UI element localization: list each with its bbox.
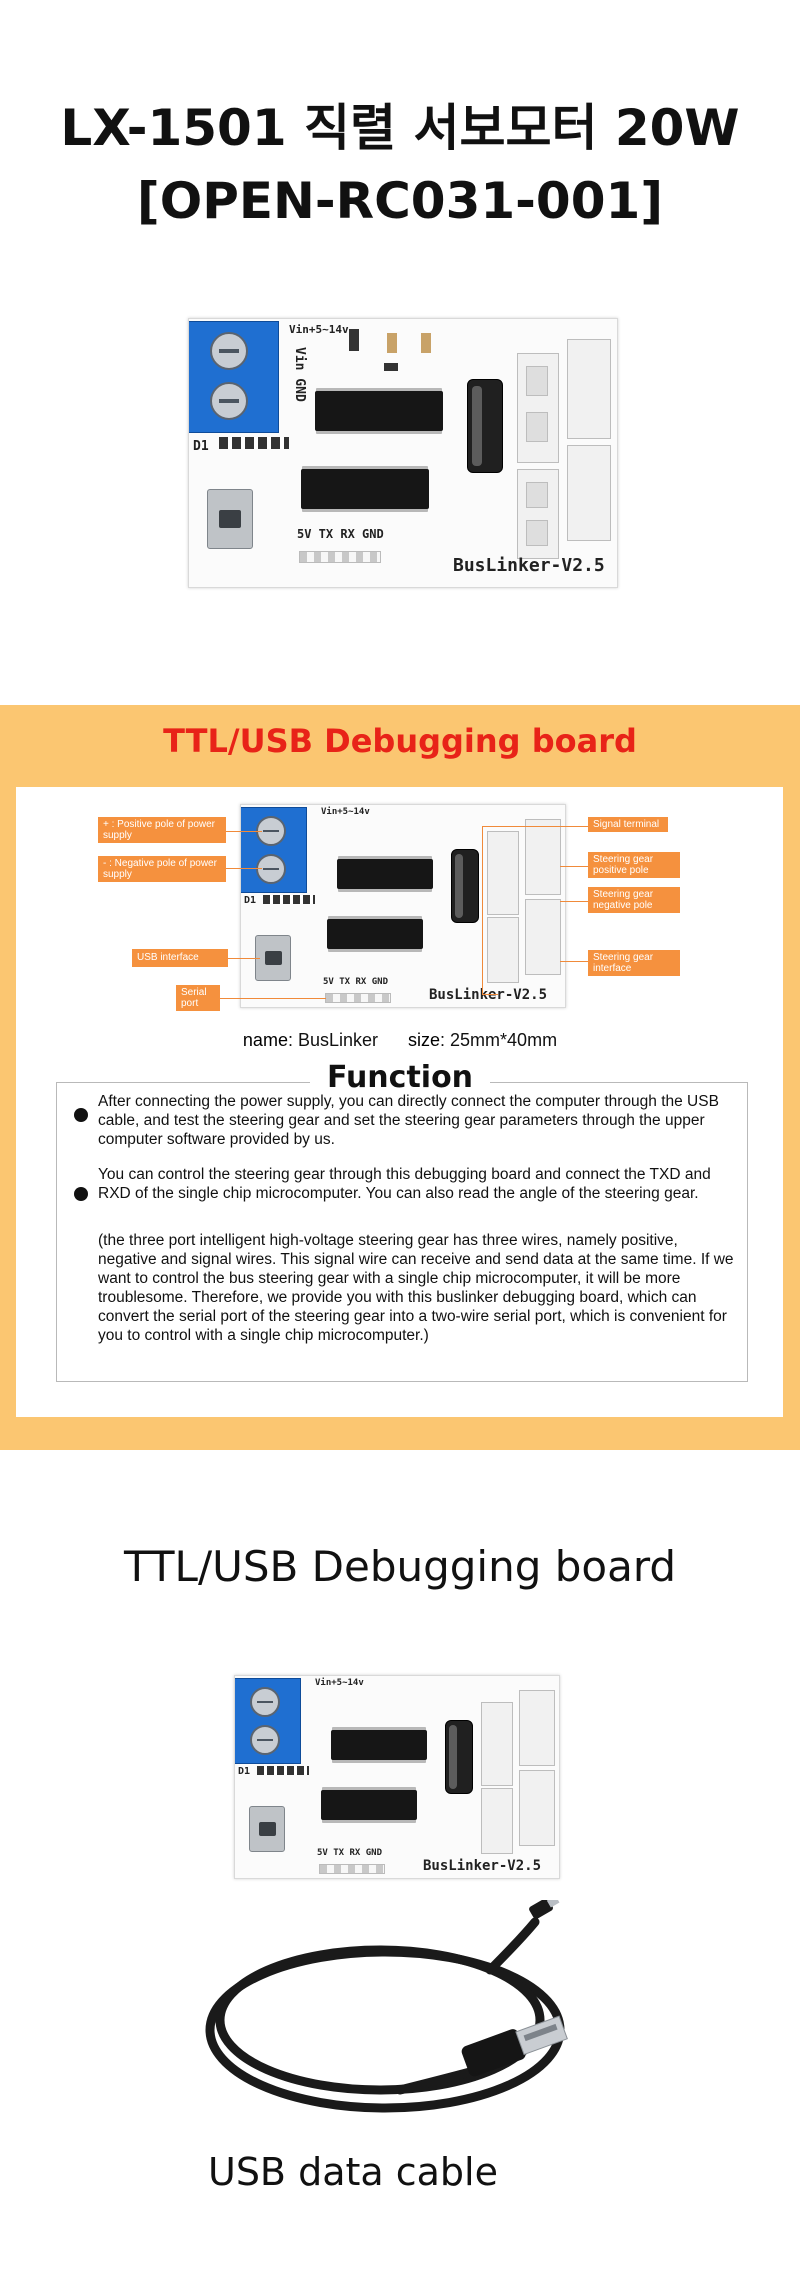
- servo-connector: [525, 899, 561, 975]
- silk-text: Vin+5~14v: [315, 1678, 364, 1688]
- name-label: name: [242, 1030, 288, 1050]
- servo-connector: [481, 1702, 513, 1786]
- tag-usb-interface: USB interface: [132, 949, 228, 967]
- cable-coil: [215, 1945, 545, 2095]
- bracket-line: [482, 826, 483, 994]
- screw-icon: [210, 332, 248, 370]
- usb-port: [207, 489, 253, 549]
- board-photo-annotated: Vin+5~14v D1 5V TX RX GND BusLinker-V2.5: [240, 804, 566, 1008]
- smd-row: [219, 437, 289, 449]
- cable-tail: [485, 1917, 540, 1975]
- tag-positive-pole: + : Positive pole of power supply: [98, 817, 226, 843]
- servo-connector: [487, 917, 519, 983]
- smd-row: [257, 1766, 309, 1775]
- function-para-3: (the three port intelligent high-voltage…: [98, 1232, 734, 1344]
- board-model-text: BusLinker-V2.5: [423, 1858, 542, 1874]
- function-para-1: After connecting the power supply, you c…: [98, 1093, 719, 1148]
- board-photo: Vin+5~14v Vin GND D1 5V TX RX GND BusLin…: [188, 318, 618, 588]
- silk-text: Vin GND: [292, 347, 307, 402]
- leader-line: [482, 826, 588, 827]
- smd: [387, 333, 397, 353]
- screw-icon: [250, 1725, 280, 1755]
- function-para-2: You can control the steering gear throug…: [98, 1166, 711, 1202]
- usb-a-plug-icon: [461, 2015, 568, 2077]
- power-terminal: [189, 321, 279, 433]
- name-value: : BusLinker: [287, 1030, 378, 1050]
- tag-serial-port: Serial port: [176, 985, 220, 1011]
- usb-cable-image: [205, 1900, 568, 2113]
- smd: [349, 329, 359, 351]
- screw-icon: [250, 1687, 280, 1717]
- leader-line: [226, 868, 262, 869]
- power-terminal: [241, 807, 307, 893]
- section-title: TTL/USB Debugging board: [123, 1542, 677, 1591]
- board-photo: Vin+5~14v D1 5V TX RX GND BusLinker-V2.5: [234, 1675, 560, 1879]
- tag-steering-positive: Steering gear positive pole: [588, 852, 680, 878]
- size-value: : 25mm*40mm: [440, 1030, 558, 1050]
- board-model-text: BusLinker-V2.5: [453, 555, 605, 576]
- capacitor: [451, 849, 479, 923]
- silk-text: 5V TX RX GND: [297, 527, 384, 541]
- servo-connector: [487, 831, 519, 915]
- leader-line: [220, 998, 326, 999]
- silk-text: D1: [193, 439, 209, 454]
- tag-steering-interface: Steering gear interface: [588, 950, 680, 976]
- bullet-icon: [74, 1187, 88, 1201]
- capacitor: [467, 379, 503, 473]
- servo-connector: [525, 819, 561, 895]
- servo-connector: [517, 353, 559, 463]
- spec-line: name: BusLinker size: 25mm*40mm: [0, 1030, 800, 1051]
- leader-line: [226, 831, 262, 832]
- leader-line: [228, 958, 260, 959]
- silk-text: D1: [238, 1766, 251, 1777]
- pin-header: [299, 551, 381, 563]
- pin-header: [319, 1864, 385, 1874]
- ic-chip: [327, 919, 423, 949]
- silk-text: 5V TX RX GND: [317, 1848, 383, 1858]
- silk-text: D1: [244, 895, 257, 906]
- board-model-text: BusLinker-V2.5: [429, 987, 548, 1003]
- usb-port: [255, 935, 291, 981]
- tag-steering-negative: Steering gear negative pole: [588, 887, 680, 913]
- function-heading: Function: [310, 1060, 490, 1095]
- servo-connector: [567, 445, 611, 541]
- leader-line: [482, 994, 498, 995]
- leader-line: [560, 866, 588, 867]
- usb-port: [249, 1806, 285, 1852]
- ic-chip: [331, 1730, 427, 1760]
- servo-connector: [517, 469, 559, 559]
- screw-icon: [210, 382, 248, 420]
- product-title: LX-1501 직렬 서보모터 20W: [60, 99, 740, 157]
- leader-line: [560, 961, 588, 962]
- cable-tail: [395, 2067, 475, 2095]
- ic-chip: [315, 391, 443, 431]
- power-terminal: [235, 1678, 301, 1764]
- cable-label: USB data cable: [208, 2150, 498, 2194]
- ic-chip: [301, 469, 429, 509]
- leader-line: [560, 901, 588, 902]
- capacitor: [445, 1720, 473, 1794]
- pin-header: [325, 993, 391, 1003]
- panel-title: TTL/USB Debugging board: [163, 722, 637, 760]
- smd: [421, 333, 431, 353]
- smd: [384, 363, 398, 371]
- silk-text: 5V TX RX GND: [323, 977, 389, 987]
- ic-chip: [337, 859, 433, 889]
- bullet-icon: [74, 1108, 88, 1122]
- servo-connector: [567, 339, 611, 439]
- smd-row: [263, 895, 315, 904]
- tag-negative-pole: - : Negative pole of power supply: [98, 856, 226, 882]
- servo-connector: [519, 1770, 555, 1846]
- servo-connector: [519, 1690, 555, 1766]
- silk-text: Vin+5~14v: [289, 323, 349, 336]
- tag-signal-terminal: Signal terminal: [588, 817, 668, 832]
- ic-chip: [321, 1790, 417, 1820]
- micro-usb-plug-icon: [529, 1900, 560, 1920]
- servo-connector: [481, 1788, 513, 1854]
- silk-text: Vin+5~14v: [321, 807, 370, 817]
- product-code: [OPEN-RC031-001]: [136, 172, 664, 230]
- size-label: size: [408, 1030, 441, 1050]
- screw-icon: [256, 854, 286, 884]
